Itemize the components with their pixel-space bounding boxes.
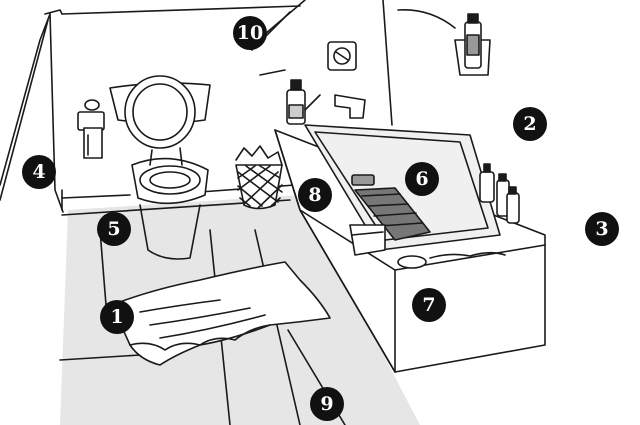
wall-shelf [397, 9, 491, 76]
shampoo-bottle [286, 79, 306, 125]
marker-6: 6 [405, 162, 439, 196]
soap [397, 251, 506, 269]
bath-faucet [327, 41, 366, 119]
bath-mat [111, 261, 331, 366]
marker-2: 2 [513, 107, 547, 141]
marker-9: 9 [310, 387, 344, 421]
marker-8: 8 [298, 178, 332, 212]
toilet-paper-holder [77, 99, 105, 159]
marker-5: 5 [97, 212, 131, 246]
marker-4: 4 [22, 155, 56, 189]
marker-1: 1 [100, 300, 134, 334]
marker-10: 10 [233, 16, 267, 50]
marker-3: 3 [585, 212, 619, 246]
rubber-bath-mat [351, 174, 431, 241]
bathtub [274, 124, 546, 373]
toiletry-bottles [479, 163, 520, 224]
toilet [109, 75, 211, 260]
towel [349, 224, 386, 256]
wall-tiles [259, 69, 321, 111]
marker-7: 7 [412, 288, 446, 322]
waste-basket [235, 145, 283, 210]
